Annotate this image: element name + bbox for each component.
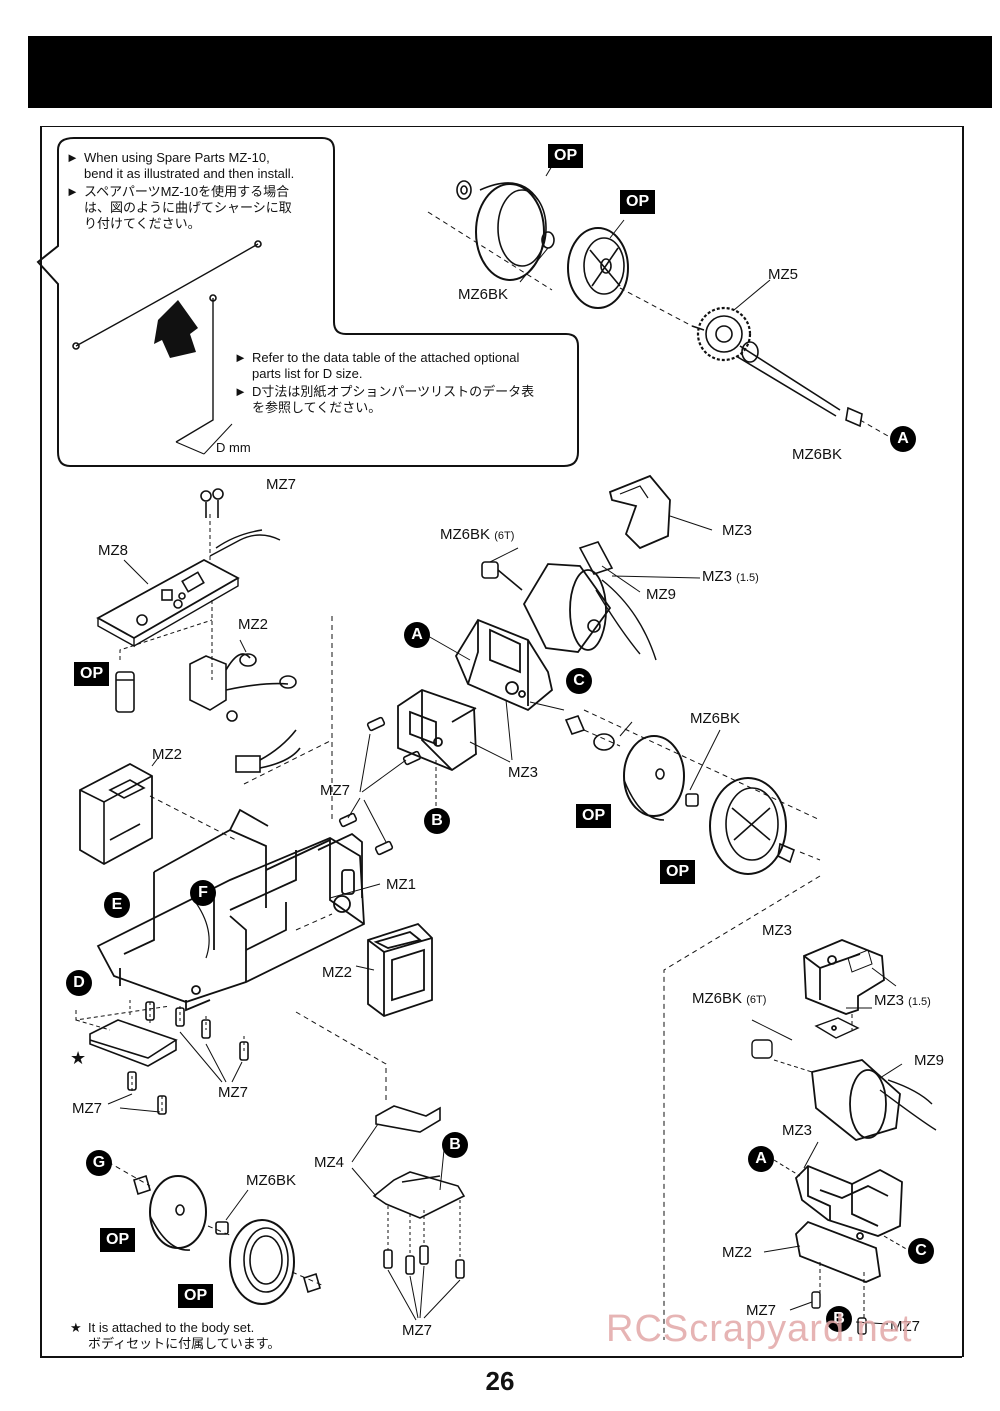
label-mz3-15: MZ3 (1.5) — [874, 992, 931, 1009]
label-mz7: MZ7 — [746, 1302, 776, 1319]
main-chassis — [96, 808, 365, 1012]
front-wheel-center — [564, 709, 821, 875]
chassis-screws — [127, 1000, 249, 1115]
label-mz3-15: MZ3 (1.5) — [702, 568, 759, 585]
motor-center — [481, 561, 657, 661]
label-mz2: MZ2 — [152, 746, 182, 763]
rear-axle-assembly — [427, 180, 889, 437]
marker-d: D — [66, 970, 92, 996]
pcb-board — [96, 488, 281, 648]
motor-connector — [235, 729, 301, 773]
bottom-rule — [40, 1356, 962, 1358]
label-mz1: MZ1 — [386, 876, 416, 893]
alt-assembly — [751, 939, 937, 1283]
marker-b: B — [424, 808, 450, 834]
mz2-cover-right — [367, 922, 433, 1018]
marker-g: G — [86, 1150, 112, 1176]
header-bar — [28, 36, 992, 108]
op-badge: OP — [74, 662, 110, 686]
page-frame — [40, 126, 964, 1357]
marker-b: B — [442, 1132, 468, 1158]
mz2-cover-left — [79, 762, 153, 866]
label-mz7: MZ7 — [72, 1100, 102, 1117]
body-set-part — [89, 1019, 178, 1067]
label-mz8: MZ8 — [98, 542, 128, 559]
mz4-plates — [372, 1105, 466, 1219]
op-badge: OP — [100, 1228, 136, 1252]
crystal-part — [115, 671, 135, 713]
mz2-bracket-top — [189, 653, 297, 722]
label-mz7: MZ7 — [218, 1084, 248, 1101]
motor-mount-cover — [608, 474, 671, 550]
label-mz2: MZ2 — [238, 616, 268, 633]
label-mz9: MZ9 — [914, 1052, 944, 1069]
label-mz7: MZ7 — [266, 476, 296, 493]
callout-box — [36, 137, 579, 467]
marker-f: F — [190, 880, 216, 906]
marker-a: A — [404, 622, 430, 648]
d-mm-label: D mm — [216, 440, 251, 455]
label-mz9: MZ9 — [646, 586, 676, 603]
gearbox-center — [397, 618, 553, 772]
op-badge: OP — [660, 860, 696, 884]
watermark: RCScrapyard.net — [606, 1308, 913, 1350]
marker-b: B — [826, 1306, 852, 1332]
label-mz3: MZ3 — [722, 522, 752, 539]
label-mz6bk-6t: MZ6BK (6T) — [440, 526, 515, 543]
label-mz3: MZ3 — [762, 922, 792, 939]
marker-c: C — [908, 1238, 934, 1264]
marker-e: E — [104, 892, 130, 918]
label-mz6bk: MZ6BK — [792, 446, 843, 463]
label-mz2: MZ2 — [322, 964, 352, 981]
marker-c: C — [566, 668, 592, 694]
spare-parts-note: ► When using Spare Parts MZ-10,bend it a… — [66, 150, 295, 231]
label-mz6bk-6t: MZ6BK (6T) — [692, 990, 767, 1007]
label-mz5: MZ5 — [768, 266, 798, 283]
label-mz6bk: MZ6BK — [458, 286, 509, 303]
op-badge: OP — [620, 190, 656, 214]
op-badge: OP — [178, 1284, 214, 1308]
d-size-note: ► Refer to the data table of the attache… — [234, 350, 535, 415]
label-mz6bk: MZ6BK — [246, 1172, 297, 1189]
label-mz6bk: MZ6BK — [690, 710, 741, 727]
label-mz7: MZ7 — [402, 1322, 432, 1339]
label-mz3: MZ3 — [508, 764, 538, 781]
op-badge: OP — [548, 144, 584, 168]
label-mz4: MZ4 — [314, 1154, 344, 1171]
marker-a: A — [890, 426, 916, 452]
mz4-screws — [383, 1200, 465, 1321]
marker-a: A — [748, 1146, 774, 1172]
label-mz7: MZ7 — [320, 782, 350, 799]
op-badge: OP — [576, 804, 612, 828]
label-mz2: MZ2 — [722, 1244, 752, 1261]
star-mark: ★ — [70, 1048, 87, 1068]
motor-plate — [578, 541, 614, 575]
alt-boundary — [663, 875, 821, 1340]
page-number: 26 — [485, 1366, 515, 1396]
rear-wheel-bottom — [107, 1161, 325, 1305]
label-mz3: MZ3 — [782, 1122, 812, 1139]
label-mz7: MZ7 — [890, 1318, 920, 1335]
body-set-footnote: ★ It is attached to the body set.ボディセットに… — [70, 1320, 281, 1351]
